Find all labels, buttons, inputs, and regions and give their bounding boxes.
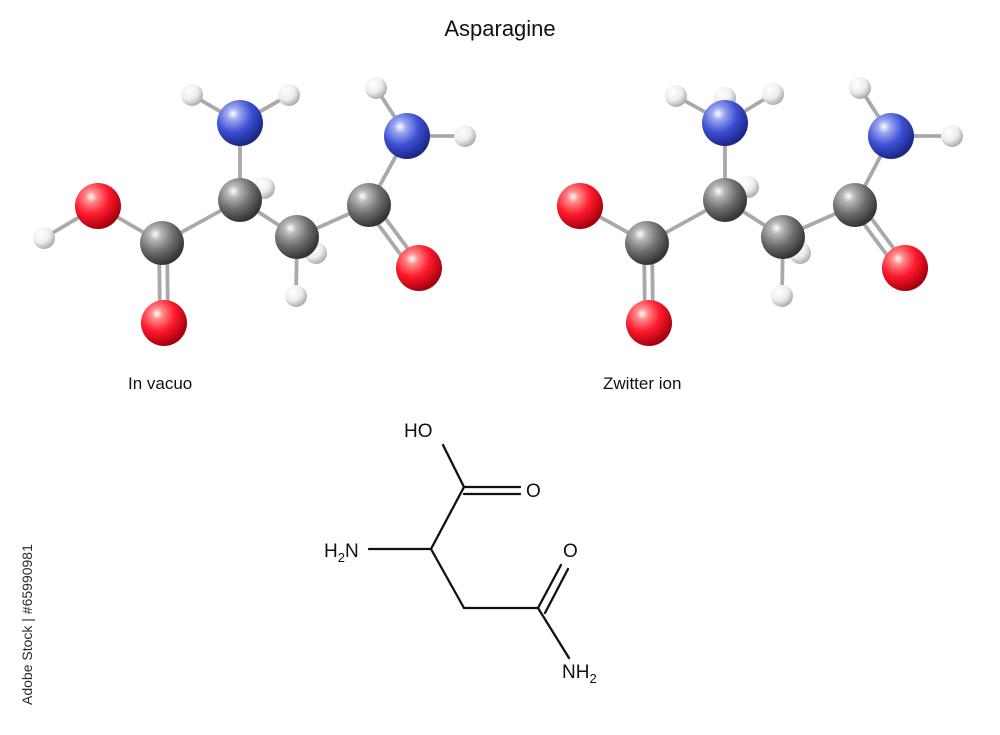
caption-in-vacuo: In vacuo: [128, 374, 193, 393]
carbon-atom: [703, 178, 747, 222]
hydrogen-atom: [454, 125, 476, 147]
amide-subscript: 2: [589, 671, 596, 686]
page-title: Asparagine: [444, 16, 556, 41]
carbon-atom: [218, 178, 262, 222]
carbon-atom: [275, 215, 319, 259]
model-zwitter-ion: [557, 77, 963, 346]
hydrogen-atom: [771, 285, 793, 307]
carbon-atom: [761, 215, 805, 259]
hydrogen-atom: [941, 125, 963, 147]
bond-line: [441, 443, 466, 489]
hydrogen-atom: [285, 285, 307, 307]
oxygen-atom: [882, 245, 928, 291]
skeletal-formula: HO O O H2N NH2: [324, 421, 597, 686]
hydrogen-atom: [181, 84, 203, 106]
hydrogen-atom: [278, 84, 300, 106]
carbonyl-oxygen-label: O: [526, 481, 541, 502]
nitrogen-atom: [217, 100, 263, 146]
model-in-vacuo: [33, 77, 476, 346]
oxygen-atom: [557, 183, 603, 229]
oxygen-atom: [141, 300, 187, 346]
bond-line: [536, 606, 571, 660]
carbon-atom: [833, 183, 877, 227]
oxygen-atom: [396, 245, 442, 291]
carbon-atom: [140, 221, 184, 265]
bond-line: [543, 567, 570, 615]
watermark: Adobe Stock | #65990981: [19, 544, 35, 705]
nitrogen-atom: [384, 113, 430, 159]
bond-line: [429, 547, 466, 610]
nitrogen-atom: [868, 113, 914, 159]
amide-nh: NH: [562, 662, 589, 683]
caption-zwitter-ion: Zwitter ion: [603, 374, 682, 393]
amide-nitrogen-label: NH2: [562, 662, 597, 686]
hydrogen-atom: [849, 77, 871, 99]
bond-line: [429, 485, 466, 551]
bond-line: [536, 563, 563, 610]
hydrogen-atom: [365, 77, 387, 99]
nitrogen-atom: [702, 100, 748, 146]
oxygen-atom: [75, 183, 121, 229]
oxygen-atom: [626, 300, 672, 346]
hydrogen-atom: [762, 83, 784, 105]
amine-h: H: [324, 541, 338, 562]
amine-subscript: 2: [338, 550, 345, 565]
carbon-atom: [625, 221, 669, 265]
hydrogen-atom: [33, 227, 55, 249]
carbon-atom: [347, 183, 391, 227]
amine-n: N: [345, 541, 359, 562]
amide-oxygen-label: O: [563, 541, 578, 562]
hydrogen-atom: [665, 85, 687, 107]
amine-label: H2N: [324, 541, 359, 565]
hydroxyl-label: HO: [404, 421, 433, 442]
